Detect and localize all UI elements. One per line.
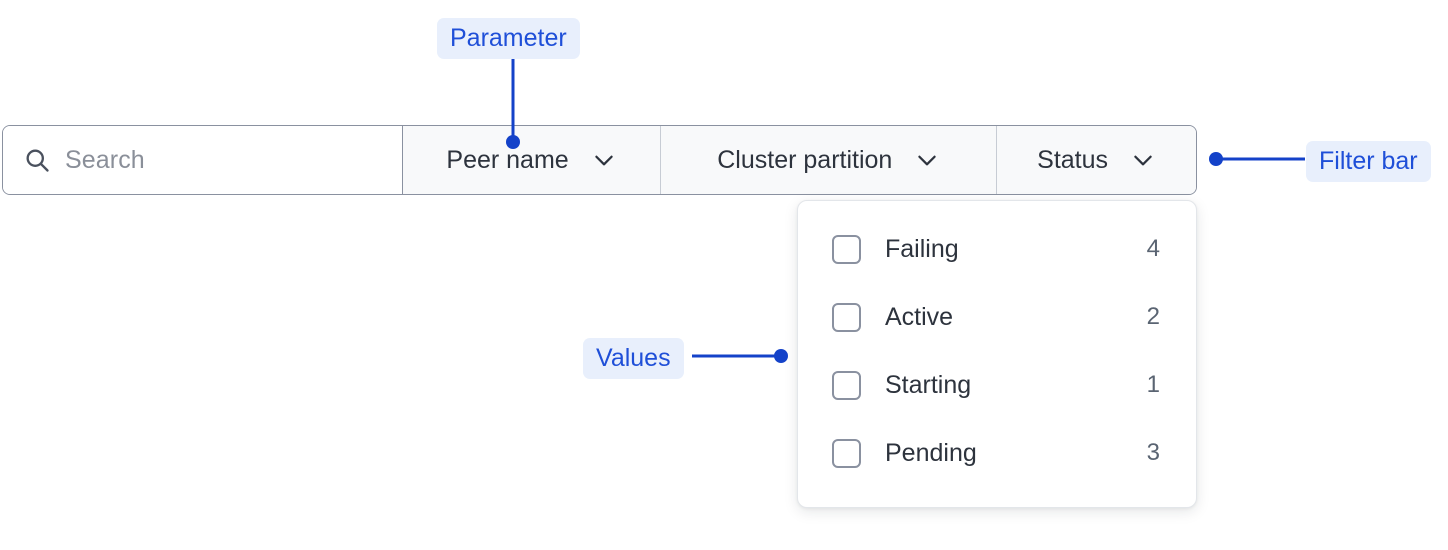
list-item-label: Pending bbox=[885, 438, 977, 467]
list-item-count: 4 bbox=[1146, 235, 1160, 262]
list-item-count: 2 bbox=[1146, 303, 1160, 330]
filter-segment-status[interactable]: Status bbox=[997, 126, 1197, 194]
checkbox-active[interactable] bbox=[832, 302, 861, 332]
list-item[interactable]: Starting 1 bbox=[798, 351, 1196, 419]
filter-segment-label: Status bbox=[1037, 145, 1109, 174]
status-dropdown-panel: Failing 4 Active 2 Starting 1 Pending 3 bbox=[797, 200, 1197, 508]
list-item[interactable]: Active 2 bbox=[798, 283, 1196, 351]
connector-dot-filter-bar bbox=[1209, 152, 1223, 166]
checkbox-failing[interactable] bbox=[832, 234, 861, 264]
search-placeholder: Search bbox=[65, 145, 145, 174]
checkbox-pending[interactable] bbox=[832, 438, 861, 468]
checkbox-starting[interactable] bbox=[832, 370, 861, 400]
chevron-down-icon bbox=[591, 147, 617, 173]
list-item[interactable]: Failing 4 bbox=[798, 215, 1196, 283]
filter-bar: Search Peer name Cluster partition Statu… bbox=[2, 125, 1197, 195]
annotation-parameter: Parameter bbox=[437, 18, 580, 59]
list-item-count: 3 bbox=[1146, 439, 1160, 466]
list-item-label: Active bbox=[885, 302, 954, 331]
chevron-down-icon bbox=[1130, 147, 1156, 173]
search-icon bbox=[23, 146, 51, 174]
list-item-count: 1 bbox=[1146, 371, 1160, 398]
connector-dot-values bbox=[774, 349, 788, 363]
list-item-label: Failing bbox=[885, 234, 959, 263]
annotation-filter-bar: Filter bar bbox=[1306, 141, 1431, 182]
chevron-down-icon bbox=[914, 147, 940, 173]
filter-segment-label: Peer name bbox=[446, 145, 569, 174]
annotation-values: Values bbox=[583, 338, 684, 379]
filter-segment-peer-name[interactable]: Peer name bbox=[402, 126, 662, 194]
list-item-label: Starting bbox=[885, 370, 972, 399]
list-item[interactable]: Pending 3 bbox=[798, 419, 1196, 487]
filter-segment-label: Cluster partition bbox=[717, 145, 893, 174]
search-input[interactable]: Search bbox=[3, 126, 403, 194]
filter-segment-cluster-partition[interactable]: Cluster partition bbox=[661, 126, 998, 194]
